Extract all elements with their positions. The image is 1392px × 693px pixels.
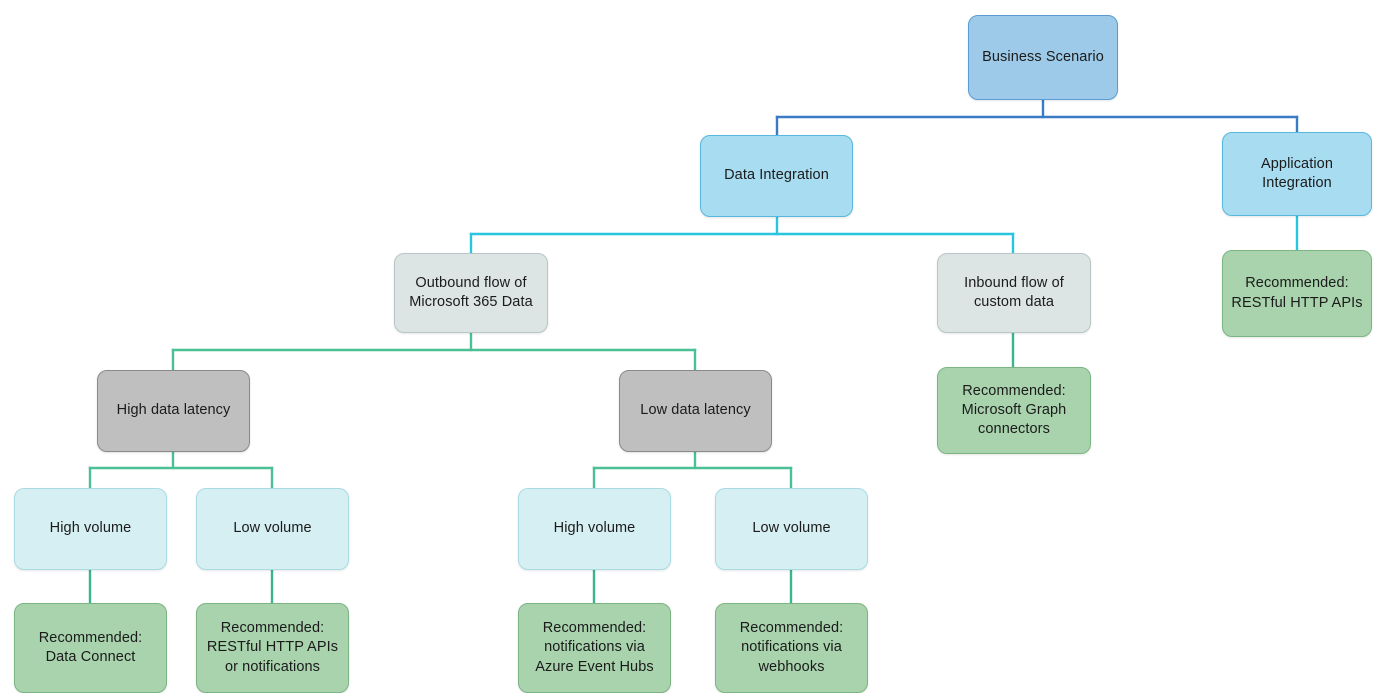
node-high-latency-high-volume[interactable]: High volume xyxy=(14,488,167,570)
node-label: Data Integration xyxy=(724,167,829,184)
node-label: Outbound flow of Microsoft 365 Data xyxy=(409,274,533,310)
node-high-latency-low-volume[interactable]: Low volume xyxy=(196,488,349,570)
node-label: Recommended: Data Connect xyxy=(38,629,143,665)
connector-group-outbound xyxy=(171,331,697,372)
node-label: Low volume xyxy=(752,520,831,537)
node-label: High volume xyxy=(553,520,636,537)
connector-group-recommendations xyxy=(88,568,793,605)
node-recommendation-azure-event-hubs[interactable]: Recommended: notifications via Azure Eve… xyxy=(518,603,671,693)
connector-group-high-latency xyxy=(88,450,274,490)
node-outbound-flow[interactable]: Outbound flow of Microsoft 365 Data xyxy=(394,253,548,333)
node-label: Recommended: Microsoft Graph connectors xyxy=(961,382,1067,438)
node-data-integration[interactable]: Data Integration xyxy=(700,135,853,217)
node-inbound-flow[interactable]: Inbound flow of custom data xyxy=(937,253,1091,333)
node-application-integration[interactable]: Application Integration xyxy=(1222,132,1372,216)
node-label: Recommended: RESTful HTTP APIs xyxy=(1231,275,1363,311)
node-recommendation-data-connect[interactable]: Recommended: Data Connect xyxy=(14,603,167,693)
node-label: High data latency xyxy=(116,402,231,419)
connector-group-low-latency xyxy=(592,450,793,490)
node-recommendation-rest-or-notifications[interactable]: Recommended: RESTful HTTP APIs or notifi… xyxy=(196,603,349,693)
node-application-recommendation[interactable]: Recommended: RESTful HTTP APIs xyxy=(1222,250,1372,337)
node-label: High volume xyxy=(49,520,132,537)
node-low-data-latency[interactable]: Low data latency xyxy=(619,370,772,452)
node-label: Low data latency xyxy=(640,402,751,419)
node-business-scenario[interactable]: Business Scenario xyxy=(968,15,1118,100)
node-label: Inbound flow of custom data xyxy=(964,274,1064,310)
connector-group-root xyxy=(775,98,1299,137)
node-high-data-latency[interactable]: High data latency xyxy=(97,370,250,452)
node-low-latency-low-volume[interactable]: Low volume xyxy=(715,488,868,570)
node-low-latency-high-volume[interactable]: High volume xyxy=(518,488,671,570)
node-label: Business Scenario xyxy=(982,48,1104,65)
node-label: Recommended: notifications via Azure Eve… xyxy=(535,620,654,675)
node-label: Low volume xyxy=(233,520,312,537)
node-recommendation-webhooks[interactable]: Recommended: notifications via webhooks xyxy=(715,603,868,693)
node-label: Recommended: RESTful HTTP APIs or notifi… xyxy=(206,620,339,675)
connector-group-data-integration xyxy=(469,215,1015,255)
node-inbound-recommendation[interactable]: Recommended: Microsoft Graph connectors xyxy=(937,367,1091,454)
node-label: Application Integration xyxy=(1260,155,1334,191)
node-label: Recommended: notifications via webhooks xyxy=(739,620,844,675)
